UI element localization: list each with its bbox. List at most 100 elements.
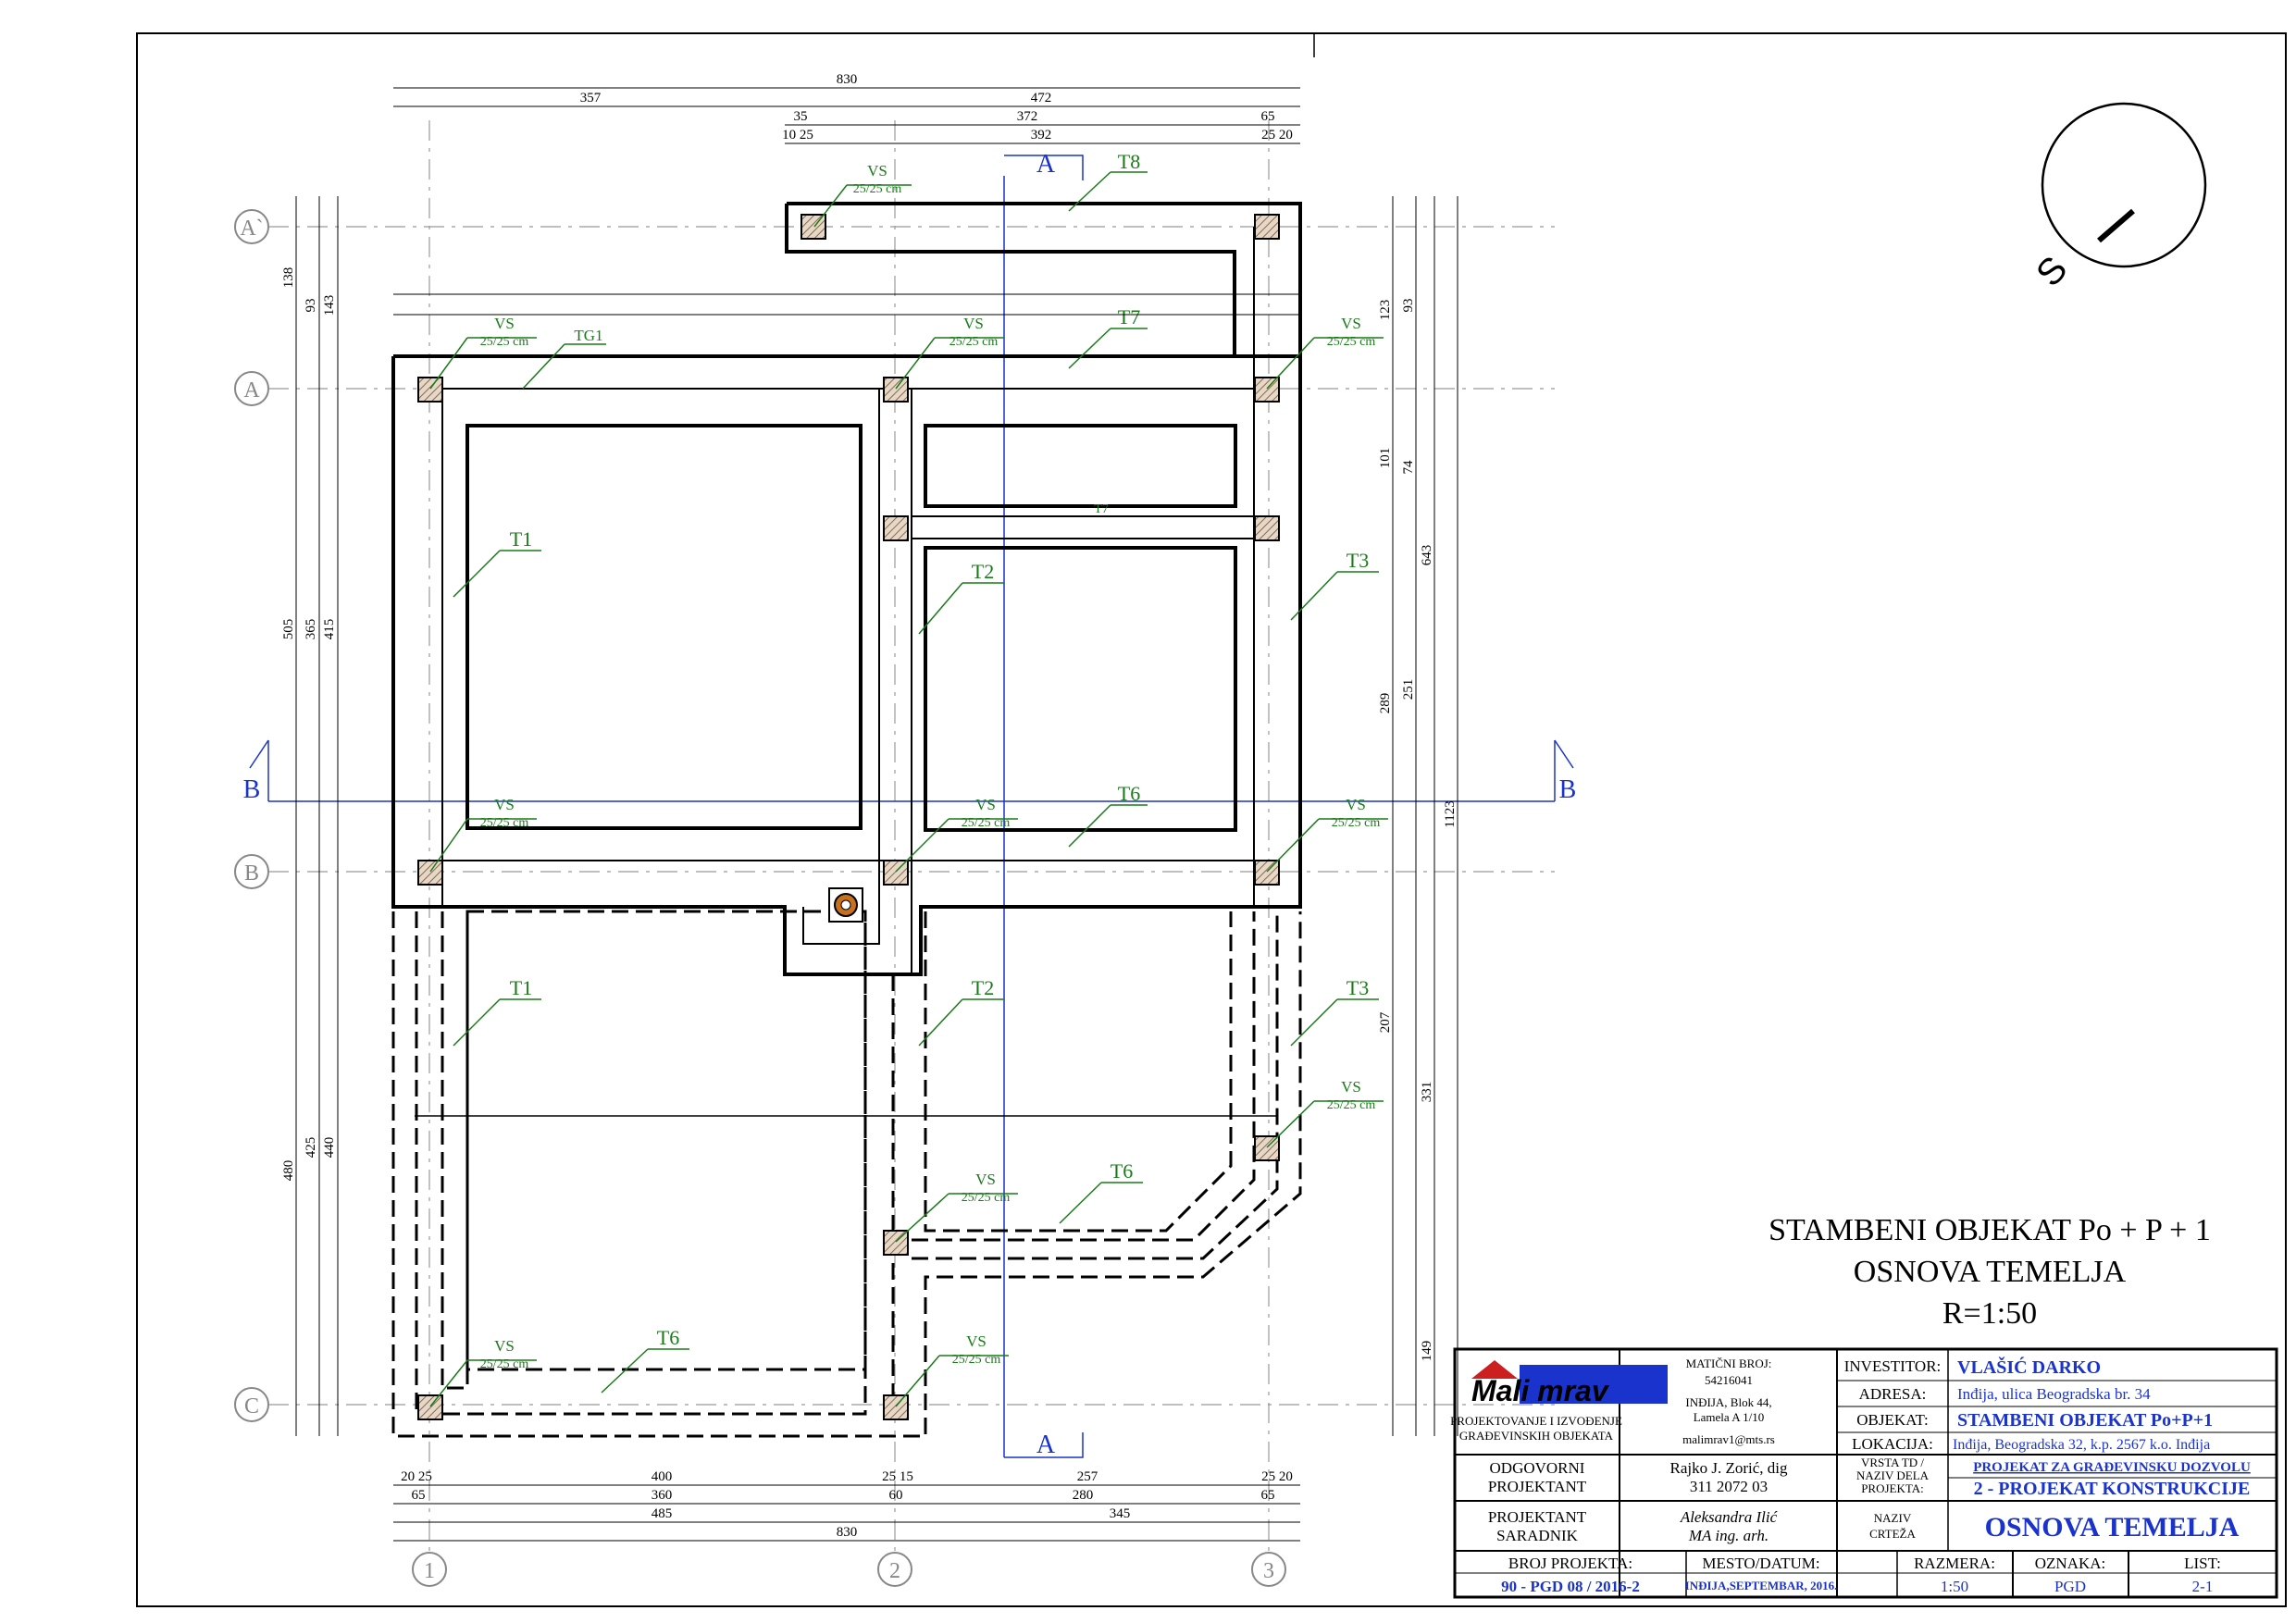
mesto-label: MESTO/DATUM:	[1702, 1555, 1819, 1572]
drawing-title-3: R=1:50	[1942, 1296, 2037, 1331]
svg-text:357: 357	[580, 91, 602, 105]
naziv-value: OSNOVA TEMELJA	[1985, 1512, 2240, 1542]
list-value: 2-1	[2192, 1578, 2214, 1595]
column-a-3	[1254, 377, 1280, 403]
list-label: LIST:	[2184, 1555, 2221, 1572]
svg-text:25/25 cm: 25/25 cm	[962, 816, 1011, 830]
svg-text:T7: T7	[1094, 502, 1109, 516]
svg-text:T3: T3	[1347, 549, 1369, 572]
svg-text:VS: VS	[494, 1337, 515, 1355]
saradnik-value-2: MA ing. arh.	[1688, 1527, 1769, 1544]
left-dims: 138 505 480 93 143 365 415 425 440	[281, 267, 337, 1182]
column-mid-3	[1254, 515, 1280, 541]
vrsta-label-2: NAZIV DELA	[1856, 1468, 1930, 1482]
svg-text:T7: T7	[1118, 305, 1140, 328]
logo: Mali mrav	[1471, 1360, 1668, 1407]
svg-text:T6: T6	[1111, 1159, 1133, 1183]
column-a-prime-1	[800, 214, 826, 240]
row-label-adresa: ADRESA:	[1859, 1385, 1927, 1403]
svg-text:VS: VS	[963, 315, 984, 332]
svg-text:74: 74	[1401, 460, 1416, 475]
column-a-prime-2	[1254, 214, 1280, 240]
svg-text:93: 93	[304, 299, 318, 313]
svg-text:25/25 cm: 25/25 cm	[1332, 816, 1381, 830]
svg-text:65: 65	[412, 1488, 426, 1503]
svg-text:400: 400	[652, 1469, 673, 1484]
compass	[2041, 102, 2207, 268]
svg-text:VS: VS	[1346, 796, 1366, 813]
foundation-solid	[391, 202, 1302, 976]
address-small-2: Lamela A 1/10	[1694, 1410, 1765, 1424]
svg-text:830: 830	[837, 72, 858, 87]
svg-text:365: 365	[304, 619, 318, 640]
svg-text:VS: VS	[1341, 315, 1361, 332]
razmera-label: RAZMERA:	[1914, 1555, 1995, 1572]
svg-text:1123: 1123	[1443, 800, 1458, 827]
broj-label: BROJ PROJEKTA:	[1508, 1555, 1632, 1572]
row-value-objekat: STAMBENI OBJEKAT Po+P+1	[1957, 1410, 2213, 1431]
svg-text:25 20: 25 20	[1261, 128, 1293, 142]
svg-text:VS: VS	[966, 1332, 987, 1350]
columns	[417, 214, 1280, 1420]
maticni-label: MATIČNI BROJ:	[1686, 1357, 1772, 1370]
svg-text:138: 138	[281, 267, 296, 289]
strip-labels: T8 T7 TG1 T1 T2 T3 T6 T7 T1 T2 T3 T6 T6	[510, 150, 1369, 1349]
title-block	[1453, 1347, 2278, 1599]
column-a-1	[417, 377, 443, 403]
svg-text:251: 251	[1401, 679, 1416, 700]
section-a-top: A	[1036, 150, 1056, 179]
row-label-investitor: INVESTITOR:	[1844, 1357, 1942, 1375]
svg-text:331: 331	[1420, 1082, 1434, 1103]
svg-text:415: 415	[322, 619, 337, 640]
svg-text:257: 257	[1077, 1469, 1098, 1484]
svg-text:T1: T1	[510, 976, 532, 999]
svg-text:280: 280	[1073, 1488, 1094, 1503]
svg-text:505: 505	[281, 619, 296, 640]
row-value-adresa: Inđija, ulica Beogradska br. 34	[1957, 1385, 2151, 1403]
column-b-3	[1254, 860, 1280, 886]
svg-text:VS: VS	[1341, 1078, 1361, 1096]
svg-text:123: 123	[1378, 300, 1393, 321]
svg-text:101: 101	[1378, 448, 1393, 469]
svg-text:VS: VS	[494, 315, 515, 332]
svg-text:20 25: 20 25	[401, 1469, 432, 1484]
svg-text:360: 360	[652, 1488, 673, 1503]
axis-label-b: B	[244, 861, 259, 886]
svg-text:485: 485	[652, 1506, 673, 1521]
svg-text:25/25 cm: 25/25 cm	[949, 335, 999, 349]
column-a-2	[883, 377, 909, 403]
row-value-lokacija: Inđija, Beogradska 32, k.p. 2567 k.o. In…	[1953, 1437, 2210, 1453]
row-value-investitor: VLAŠIĆ DARKO	[1957, 1356, 2101, 1378]
svg-text:440: 440	[322, 1137, 337, 1158]
axis-grid	[268, 120, 1555, 1555]
svg-text:25/25 cm: 25/25 cm	[480, 1357, 529, 1371]
svg-text:Mali mrav: Mali mrav	[1471, 1374, 1610, 1407]
svg-text:VS: VS	[975, 796, 996, 813]
axis-label-c: C	[244, 1394, 259, 1419]
svg-text:T8: T8	[1118, 150, 1140, 173]
svg-text:372: 372	[1017, 109, 1038, 124]
email: malimrav1@mts.rs	[1682, 1432, 1775, 1446]
svg-text:TG1: TG1	[574, 327, 602, 344]
svg-text:T6: T6	[1118, 782, 1140, 805]
mesto-value: INĐIJA,SEPTEMBAR, 2016.	[1685, 1579, 1838, 1592]
logo-sub-1: PROJEKTOVANJE I IZVOĐENJE	[1450, 1414, 1622, 1428]
vrsta-label-1: VRSTA TD /	[1861, 1456, 1924, 1469]
odgovorni-value-1: Rajko J. Zorić, dig	[1669, 1459, 1788, 1477]
svg-text:VS: VS	[494, 796, 515, 813]
svg-text:VS: VS	[867, 162, 887, 180]
svg-text:T2: T2	[972, 560, 994, 583]
vrsta-label-3: PROJEKTA:	[1861, 1481, 1924, 1495]
svg-text:25/25 cm: 25/25 cm	[480, 335, 529, 349]
sheet-border	[136, 32, 2287, 1607]
svg-text:T3: T3	[1347, 976, 1369, 999]
naziv-label-2: CRTEŽA	[1869, 1527, 1916, 1541]
saradnik-label-2: SARADNIK	[1496, 1527, 1579, 1544]
strip-leaders	[453, 171, 1379, 1394]
bottom-dims: 20 25 400 25 15 257 25 20 65 360 60 280 …	[401, 1469, 1293, 1540]
svg-text:25/25 cm: 25/25 cm	[952, 1353, 1001, 1367]
svg-text:T6: T6	[657, 1326, 679, 1349]
section-b-left: B	[243, 775, 261, 804]
column-c-2	[883, 1394, 909, 1420]
